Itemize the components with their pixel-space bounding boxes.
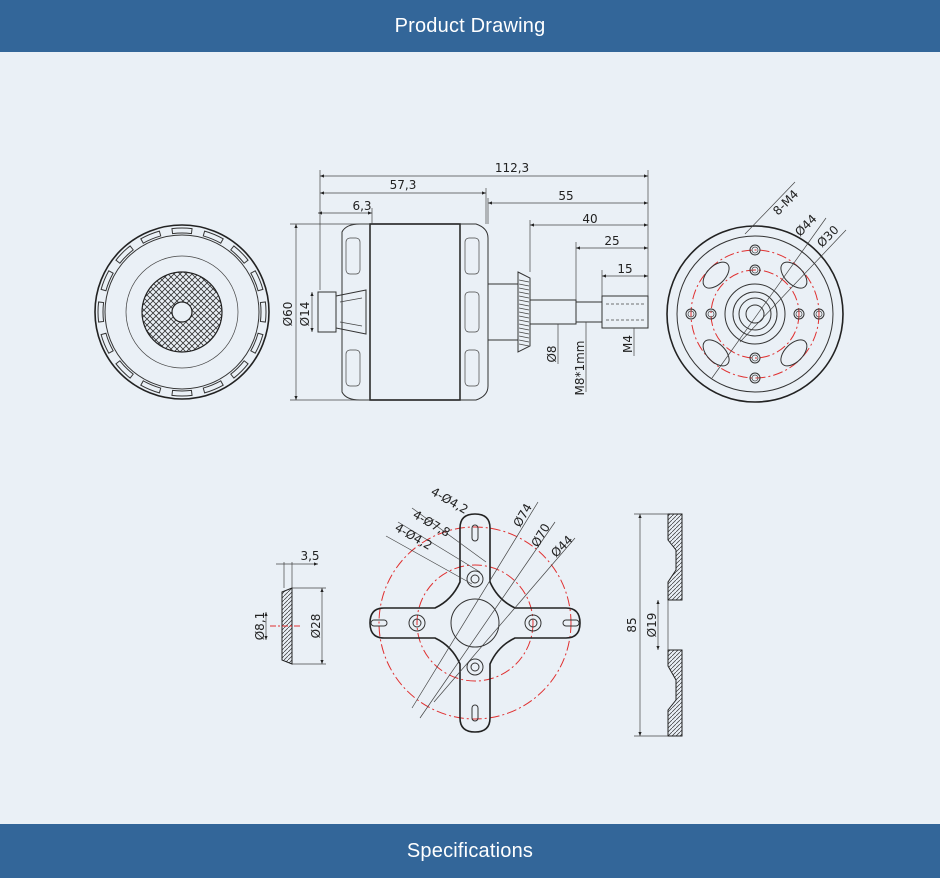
dim-dia-60: Ø60 — [281, 302, 295, 327]
prop-adapter-view: 3,5 Ø8,1 Ø28 — [253, 549, 326, 665]
label-front-dia-30: Ø30 — [814, 223, 841, 250]
label-mount-dia-70: Ø70 — [528, 521, 552, 549]
header-banner: Product Drawing — [0, 0, 940, 52]
side-view: 112,3 57,3 55 6,3 40 25 15 — [281, 161, 649, 401]
x-mount-view: 4-Ø4,2 4-Ø7,8 4-Ø4,2 Ø74 Ø70 Ø44 — [369, 484, 581, 733]
rear-view — [94, 224, 270, 400]
dim-flange: 6,3 — [352, 199, 371, 213]
header-title: Product Drawing — [394, 14, 546, 37]
dim-adapter-thickness: 3,5 — [300, 549, 319, 563]
dim-length-25: 25 — [604, 234, 619, 248]
label-front-dia-44: Ø44 — [792, 212, 819, 239]
dim-mount-height-85: 85 — [625, 617, 639, 632]
dim-mount-dia-19: Ø19 — [645, 613, 659, 638]
dim-body-length: 57,3 — [390, 178, 417, 192]
footer-banner: Specifications — [0, 824, 940, 878]
product-drawing: 112,3 57,3 55 6,3 40 25 15 — [94, 161, 847, 737]
dim-thread-m4: M4 — [621, 335, 635, 353]
label-8-m4: 8-M4 — [770, 187, 801, 218]
label-mount-4-dia-4-2-a: 4-Ø4,2 — [429, 484, 471, 516]
dim-thread-m8: M8*1mm — [573, 340, 587, 395]
dim-length-55: 55 — [558, 189, 573, 203]
mount-side-view: 85 Ø19 — [625, 513, 683, 737]
label-mount-dia-44: Ø44 — [548, 533, 575, 560]
dim-dia-8: Ø8 — [545, 345, 559, 362]
dim-adapter-dia-8-1: Ø8,1 — [253, 612, 267, 641]
dim-overall-length: 112,3 — [495, 161, 529, 175]
dim-dia-14: Ø14 — [298, 302, 312, 327]
dim-adapter-dia-28: Ø28 — [309, 614, 323, 639]
dim-length-15: 15 — [617, 262, 632, 276]
footer-title: Specifications — [406, 839, 534, 862]
front-view: 8-M4 Ø44 Ø30 — [666, 181, 847, 403]
dim-length-40: 40 — [582, 212, 597, 226]
label-mount-dia-74: Ø74 — [510, 501, 534, 529]
